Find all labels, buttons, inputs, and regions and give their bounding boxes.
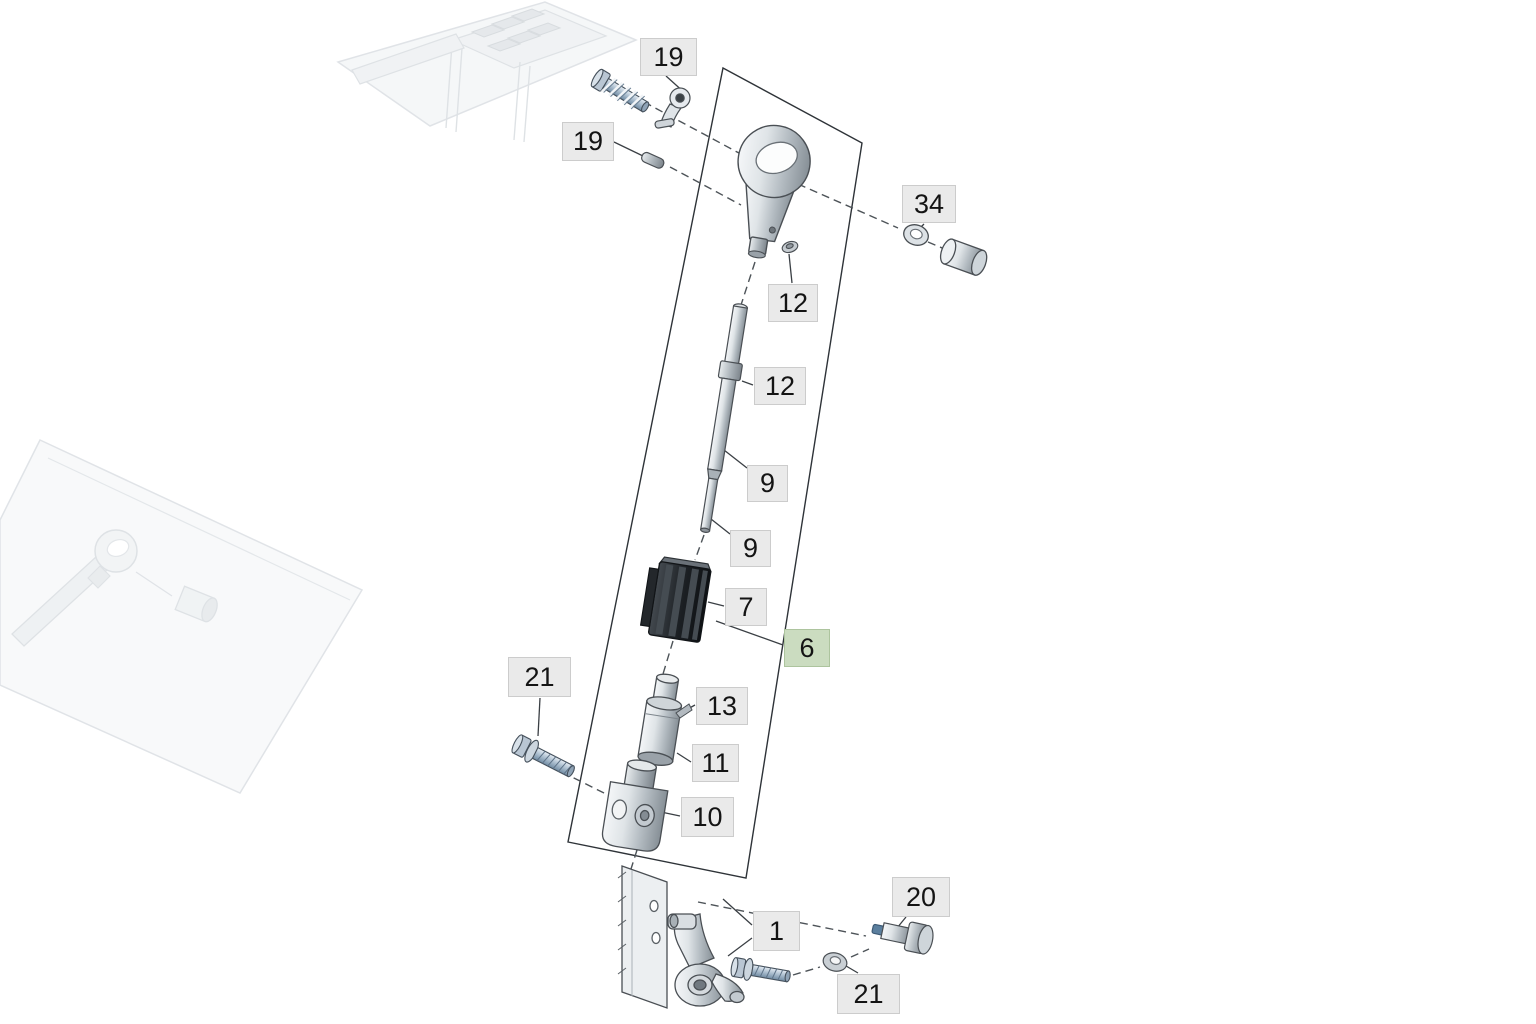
part-bumper-7 bbox=[639, 556, 712, 643]
background-assembly-top bbox=[336, 1, 638, 143]
part-washer-21 bbox=[822, 952, 848, 972]
part-washer-34 bbox=[903, 224, 929, 246]
callout-21-bottom[interactable]: 21 bbox=[837, 974, 900, 1014]
part-pin-13 bbox=[675, 703, 693, 719]
part-bracket-1 bbox=[617, 865, 668, 1009]
part-pin-19 bbox=[641, 151, 665, 169]
frame-outline bbox=[567, 66, 863, 879]
callout-12-upper[interactable]: 12 bbox=[768, 284, 818, 322]
callout-19-left[interactable]: 19 bbox=[562, 122, 614, 161]
part-rod bbox=[699, 303, 749, 533]
callout-9-lower[interactable]: 9 bbox=[730, 530, 771, 567]
part-cap-34 bbox=[939, 238, 988, 276]
part-spring-bolt-19 bbox=[590, 68, 650, 113]
callout-19-top[interactable]: 19 bbox=[640, 38, 697, 76]
part-lever-1 bbox=[667, 913, 745, 1007]
callout-12-rod[interactable]: 12 bbox=[754, 367, 806, 405]
callout-11[interactable]: 11 bbox=[692, 744, 739, 782]
callout-21-left[interactable]: 21 bbox=[508, 657, 571, 697]
part-pin-20 bbox=[871, 921, 934, 955]
background-assembly-left bbox=[0, 439, 364, 794]
callout-20[interactable]: 20 bbox=[892, 877, 950, 917]
part-clip-19 bbox=[654, 87, 691, 129]
part-clevis-10 bbox=[601, 759, 669, 852]
leader-lines bbox=[537, 75, 925, 974]
part-nut-12 bbox=[781, 240, 799, 254]
callout-13[interactable]: 13 bbox=[696, 687, 748, 725]
callout-6[interactable]: 6 bbox=[784, 629, 830, 667]
callout-9-upper[interactable]: 9 bbox=[747, 465, 788, 502]
part-eye-end bbox=[737, 124, 811, 259]
part-bolt-21-bottom bbox=[730, 957, 791, 983]
callout-34[interactable]: 34 bbox=[902, 185, 956, 223]
part-bolt-21 bbox=[511, 734, 575, 778]
axis-lines bbox=[561, 101, 948, 976]
callout-7[interactable]: 7 bbox=[725, 588, 767, 626]
callout-10[interactable]: 10 bbox=[681, 797, 734, 837]
part-adjuster-11 bbox=[637, 673, 683, 766]
callout-1[interactable]: 1 bbox=[753, 911, 800, 951]
